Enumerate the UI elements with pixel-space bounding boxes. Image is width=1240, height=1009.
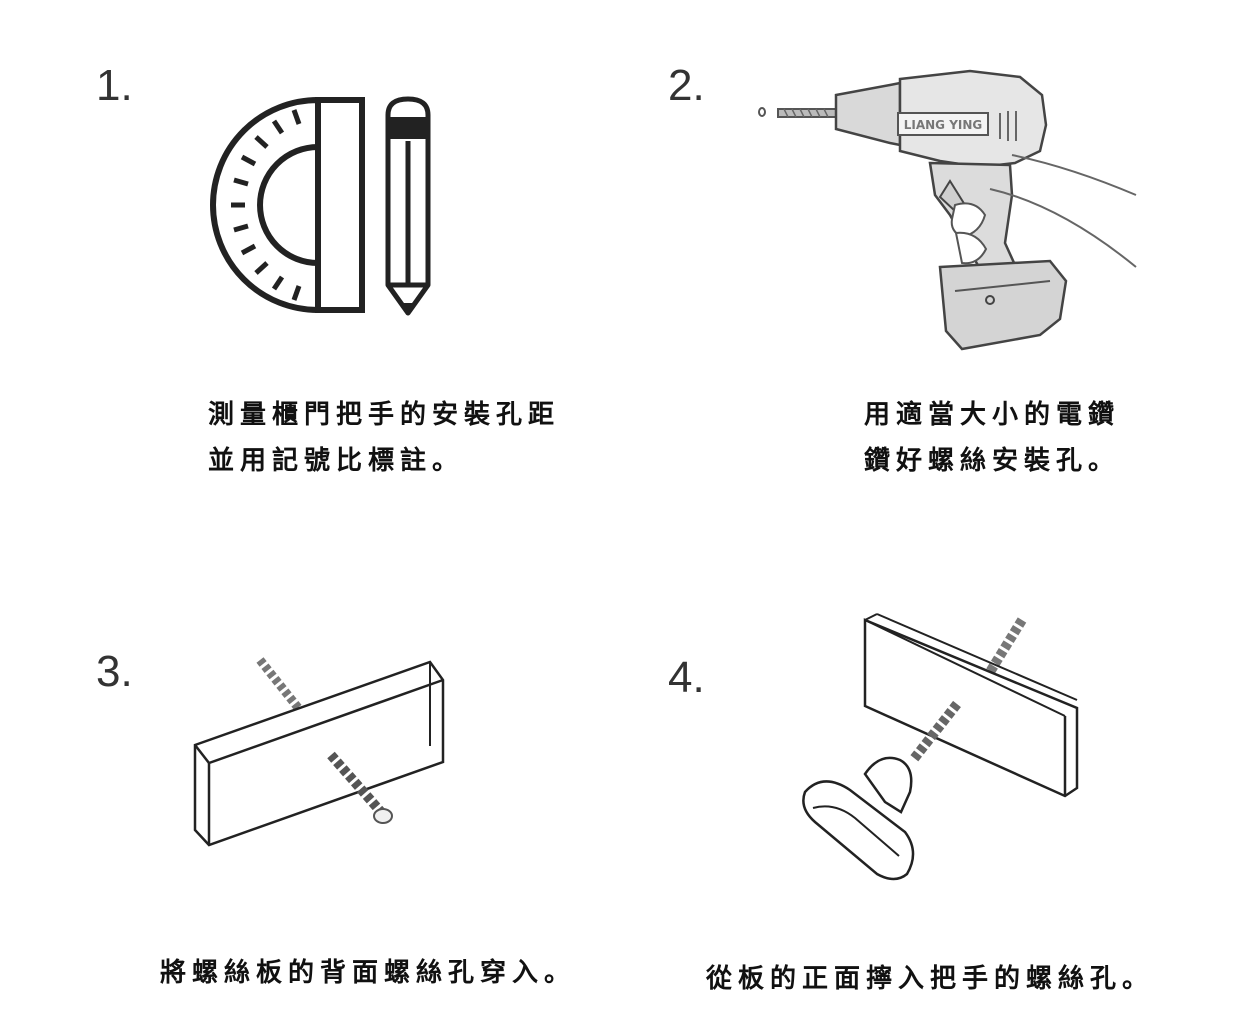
step-3-number: 3.	[96, 650, 133, 694]
drill-brand-label: LIANG YING	[904, 118, 983, 132]
step-2-caption-line-2: 鑽好螺絲安裝孔。	[864, 438, 1120, 484]
step-4-caption-line-1: 從板的正面擰入把手的螺絲孔。	[706, 956, 1154, 1002]
step-2-caption-line-1: 用適當大小的電鑽	[864, 392, 1120, 438]
protractor-icon	[205, 95, 370, 320]
step-2-caption: 用適當大小的電鑽 鑽好螺絲安裝孔。	[864, 392, 1120, 484]
step-3-caption: 將螺絲板的背面螺絲孔穿入。	[160, 950, 576, 996]
pencil-icon	[382, 95, 434, 320]
screw-plate-icon	[185, 650, 450, 855]
knob-handle-icon	[795, 612, 1090, 887]
step-2-number: 2.	[668, 64, 705, 108]
step-3-caption-line-1: 將螺絲板的背面螺絲孔穿入。	[160, 950, 576, 996]
step-1-number: 1.	[96, 64, 133, 108]
step-4-number: 4.	[668, 656, 705, 700]
power-drill-icon: LIANG YING	[750, 55, 1145, 355]
step-1-caption-line-1: 測量櫃門把手的安裝孔距	[208, 392, 560, 438]
step-1-caption: 測量櫃門把手的安裝孔距 並用記號比標註。	[208, 392, 560, 484]
step-4-caption: 從板的正面擰入把手的螺絲孔。	[706, 956, 1154, 1002]
step-1-caption-line-2: 並用記號比標註。	[208, 438, 560, 484]
